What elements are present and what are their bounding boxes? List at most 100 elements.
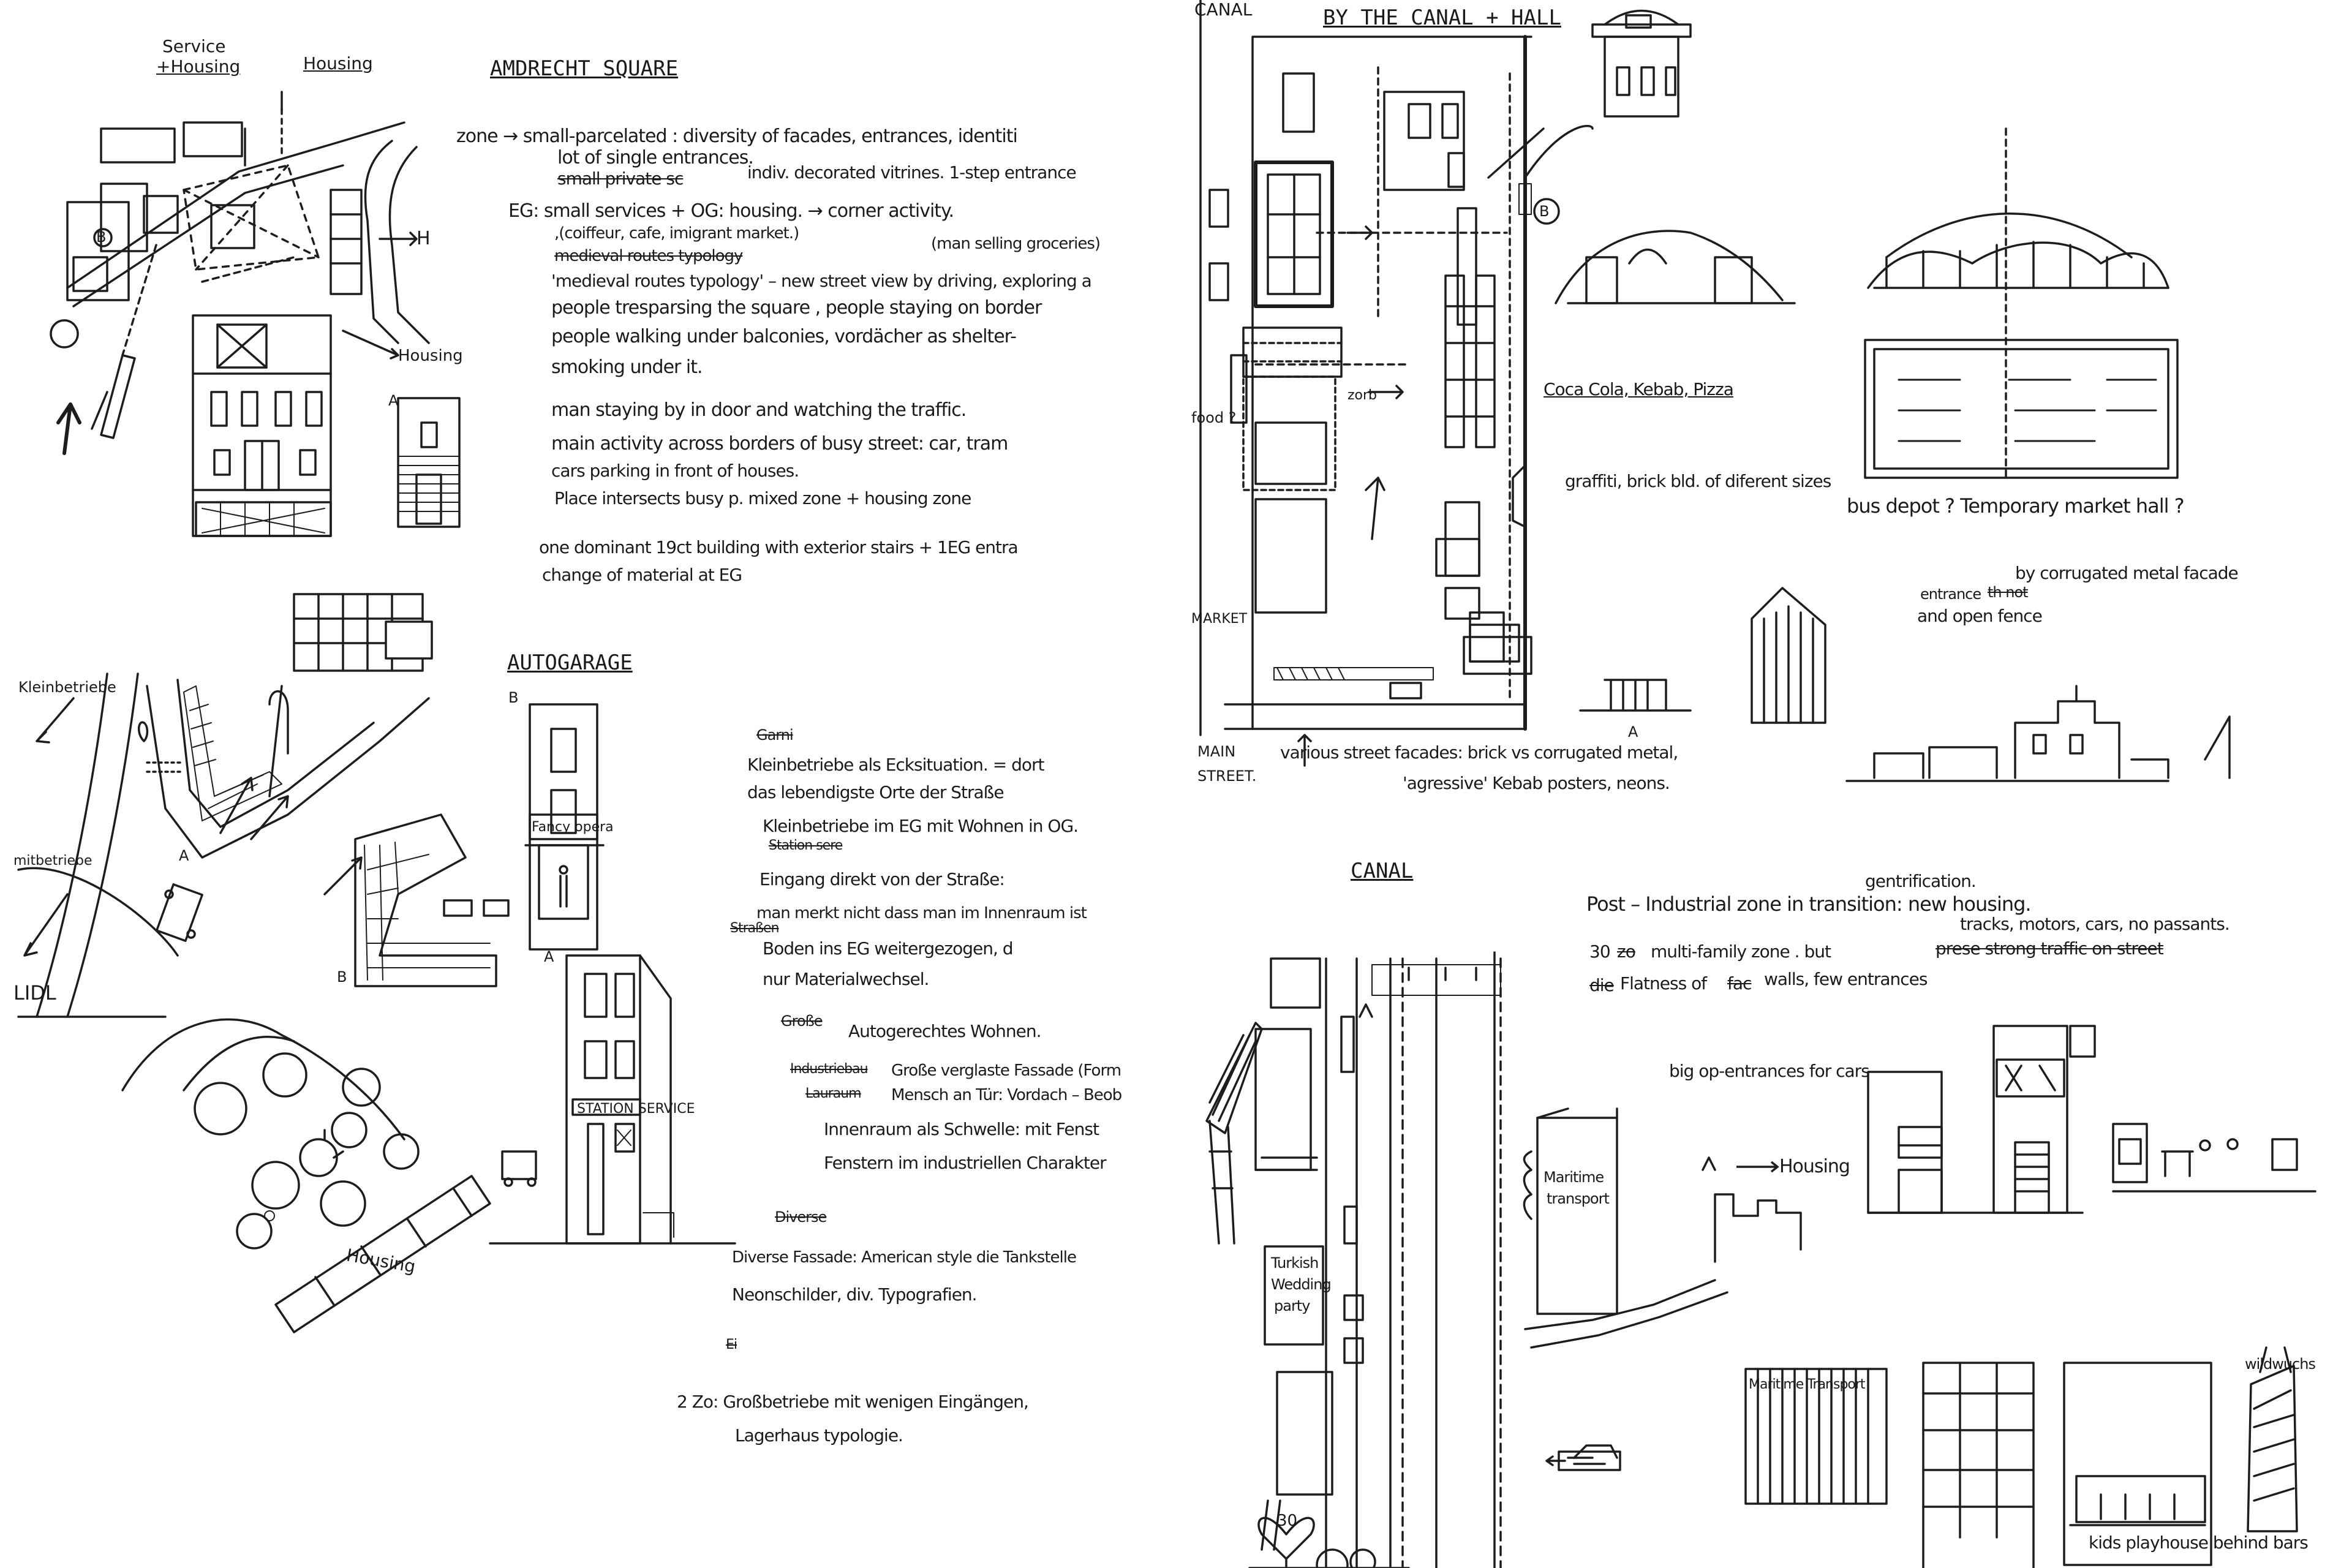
note-line: Große verglaste Fassade (Form: [891, 1063, 1121, 1079]
autogarage-circle-a: A: [544, 949, 554, 964]
annotation-graffiti: graffiti, brick bld. of diferent sizes: [1565, 473, 1831, 490]
note-line: Diverse Fassade: American style die Tank…: [732, 1250, 1076, 1265]
note-line: (man selling groceries): [931, 236, 1100, 252]
label-kleinbetriebe: Kleinbetriebe: [18, 680, 116, 695]
note-line: zone → small-parcelated : diversity of f…: [456, 127, 1017, 146]
note-line: das lebendigste Orte der Straße: [747, 784, 1004, 801]
map-label-zorb: zorb: [1348, 389, 1377, 402]
note-line: ,(coiffeur, cafe, imigrant market.): [554, 225, 799, 241]
note-line: Eingang direkt von der Straße:: [760, 871, 1005, 888]
note-line: tracks, motors, cars, no passants.: [1960, 916, 2230, 933]
annotation-coca-cola: Coca Cola, Kebab, Pizza: [1544, 381, 1733, 398]
map-label-street: STREET.: [1197, 769, 1256, 783]
note-line: Straßen: [730, 922, 778, 935]
note-line: Flatness of: [1620, 975, 1706, 992]
sign-station-service: STATION SERVICE: [577, 1102, 695, 1116]
note-line: 'medieval routes typology' – new street …: [551, 273, 1091, 290]
note-line: EG: small services + OG: housing. → corn…: [508, 202, 954, 221]
note-line: smoking under it.: [551, 358, 703, 377]
autogarage-circle-b: B: [508, 690, 518, 705]
note-line: Neonschilder, div. Typografien.: [732, 1286, 977, 1303]
note-line: man merkt nicht dass man im Innenraum is…: [756, 905, 1087, 921]
annotation-kebab-posters: 'agressive' Kebab posters, neons.: [1403, 775, 1670, 792]
autogarage-title: AUTOGARAGE: [507, 652, 633, 673]
map-label-circle-b: B: [337, 970, 347, 984]
label-kids-playhouse: kids playhouse behind bars: [2089, 1534, 2308, 1551]
note-line: cars parking in front of houses.: [551, 462, 799, 480]
label-wildwuchs: wildwuchs: [2245, 1357, 2315, 1371]
speed-sign-30: 30: [1277, 1513, 1297, 1529]
note-line: Industriebau: [790, 1063, 868, 1076]
note-line: Station sere: [769, 839, 842, 853]
note-line: Fenstern im industriellen Charakter: [824, 1155, 1106, 1172]
note-line: fac: [1727, 975, 1751, 992]
label-maritime-transport: Maritime Transport: [1749, 1378, 1865, 1392]
label-transport: transport: [1547, 1191, 1609, 1206]
note-line: Lagerhaus typologie.: [735, 1427, 903, 1444]
note-line: 30: [1589, 943, 1610, 960]
kleinbetriebe-map-sketch: [18, 594, 508, 1017]
annotation-entrance: entrance: [1920, 587, 1981, 601]
annotation-various-facades: various street facades: brick vs corruga…: [1280, 744, 1678, 761]
note-line: Diverse: [775, 1210, 826, 1224]
label-wedding: Wedding: [1271, 1277, 1331, 1292]
map-label-h: H: [417, 230, 431, 248]
label-mitbetriebe: mitbetriebe: [13, 854, 92, 868]
canal-hall-title: BY THE CANAL + HALL: [1323, 7, 1561, 28]
note-line: lot of single entrances.: [557, 149, 753, 167]
note-line: gentrification.: [1865, 873, 1976, 890]
label-party: party: [1274, 1298, 1310, 1313]
note-line: Innenraum als Schwelle: mit Fenst: [824, 1121, 1099, 1138]
amdrecht-square-title: AMDRECHT SQUARE: [490, 58, 678, 79]
label-service: Service: [162, 38, 225, 55]
housing-trees-sketch: [123, 1019, 490, 1332]
note-line: Garni: [756, 728, 793, 742]
canal-title: CANAL: [1351, 861, 1413, 881]
note-line: people walking under balconies, vordäche…: [551, 328, 1016, 346]
note-line: 2 Zo: Großbetriebe mit wenigen Eingängen…: [677, 1393, 1028, 1411]
note-line: small private sc: [557, 170, 683, 187]
note-line: Lauraum: [805, 1087, 861, 1101]
note-line: Mensch an Tür: Vordach – Beob: [891, 1087, 1121, 1103]
note-line: die: [1589, 977, 1614, 994]
note-line: one dominant 19ct building with exterior…: [539, 539, 1018, 556]
note-line: Kleinbetriebe im EG mit Wohnen in OG.: [763, 818, 1078, 835]
label-lidl: LIDL: [13, 983, 56, 1003]
map-label-main: MAIN: [1197, 744, 1235, 759]
note-line: multi-family zone . but: [1651, 943, 1831, 960]
map-label-food: food ?: [1191, 410, 1236, 425]
note-line: nur Materialwechsel.: [763, 971, 929, 988]
map-label-housing: Housing: [398, 348, 463, 364]
note-line: indiv. decorated vitrines. 1-step entran…: [747, 164, 1076, 181]
note-line: Autogerechtes Wohnen.: [848, 1023, 1041, 1040]
note-line: Post – Industrial zone in transition: ne…: [1586, 894, 2031, 914]
map-label-circle-a: A: [388, 393, 398, 408]
note-line: Ei: [726, 1338, 737, 1352]
label-canal-corner: CANAL: [1194, 1, 1252, 18]
map-label-market: MARKET: [1191, 612, 1247, 626]
amdrecht-map-sketch: [51, 92, 429, 453]
map-label-circle-a: A: [1628, 725, 1638, 739]
note-line: zo: [1617, 943, 1635, 960]
annotation-open-fence: and open fence: [1917, 608, 2042, 625]
annotation-bus-depot: bus depot ? Temporary market hall ?: [1847, 496, 2184, 516]
note-line: medieval routes typology: [554, 248, 742, 264]
label-housing-top: Housing: [303, 55, 373, 72]
map-label-circle-b: B: [96, 230, 106, 244]
note-line: change of material at EG: [542, 567, 742, 584]
note-line: man staying by in door and watching the …: [551, 401, 966, 420]
note-line: Große: [781, 1014, 823, 1028]
annotation-corrugated: by corrugated metal facade: [2015, 565, 2238, 582]
note-line: walls, few entrances: [1764, 971, 1927, 988]
map-label-circle-a: A: [179, 848, 189, 863]
note-line: Place intersects busy p. mixed zone + ho…: [554, 490, 971, 507]
arrow-icon: [1733, 1158, 1782, 1176]
label-maritime: Maritime: [1544, 1170, 1604, 1185]
annotation-entrance-strike: th not: [1988, 585, 2028, 600]
sign-fancy-opera: Fancy opera: [532, 821, 614, 834]
label-big-op-entrances: big op-entrances for cars: [1669, 1063, 1869, 1080]
canal-hall-map-sketch: [1200, 0, 1593, 766]
note-line: people tresparsing the square , people s…: [551, 299, 1041, 317]
label-turkish: Turkish: [1271, 1256, 1318, 1270]
map-label-circle-b: B: [1539, 204, 1549, 219]
